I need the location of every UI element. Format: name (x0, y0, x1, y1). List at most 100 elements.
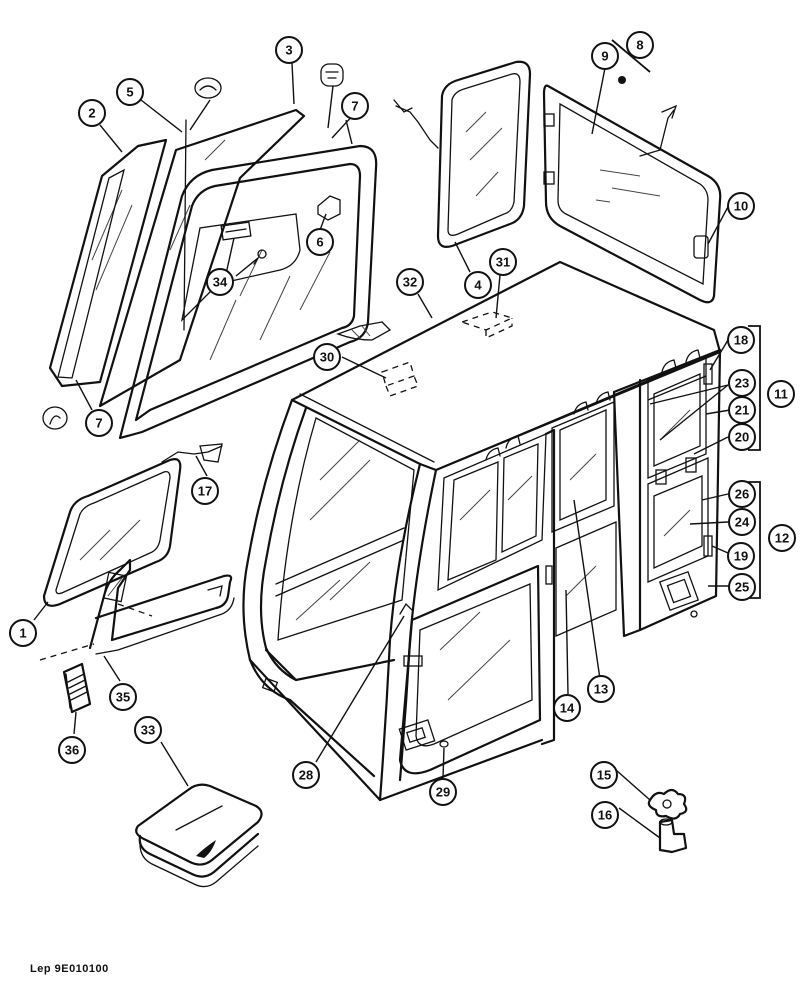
bracket-12 (748, 481, 761, 599)
callout-circle (727, 192, 755, 220)
callout-circle (767, 380, 795, 408)
callout-c23: 23 (728, 369, 756, 397)
callout-label: 25 (735, 580, 749, 595)
seal-profile-top (194, 77, 222, 99)
callout-circle (78, 99, 106, 127)
callout-label: 7 (95, 416, 102, 431)
roof-bracket (459, 311, 514, 340)
callout-circle (429, 778, 457, 806)
callout-c29: 29 (429, 778, 457, 806)
callout-c8: 8 (626, 31, 654, 59)
leader-dashes-left (39, 603, 153, 661)
callout-c28: 28 (292, 761, 320, 789)
callout-c6: 6 (306, 228, 334, 256)
knob-15 (647, 788, 688, 820)
callout-circle (590, 761, 618, 789)
callout-c18: 18 (727, 326, 755, 354)
callout-label: 10 (734, 199, 748, 214)
callout-c25: 25 (728, 573, 756, 601)
operator-manual (135, 783, 263, 888)
callout-label: 34 (213, 275, 228, 290)
callout-circle (396, 268, 424, 296)
callout-label: 30 (320, 350, 334, 365)
callout-label: 31 (496, 255, 510, 270)
callout-label: 4 (474, 278, 482, 293)
callout-label: 20 (735, 430, 749, 445)
roof-hatch-frame (542, 76, 722, 304)
cab-structure (242, 260, 722, 802)
callout-c34: 34 (206, 268, 234, 296)
skylight-glass (436, 60, 532, 248)
callout-circle (489, 248, 517, 276)
callout-label: 3 (285, 43, 292, 58)
callout-c11: 11 (767, 380, 795, 408)
callout-label: 14 (560, 701, 575, 716)
callout-circle (728, 480, 756, 508)
callout-label: 13 (594, 682, 608, 697)
callout-circle (275, 36, 303, 64)
callout-c24: 24 (728, 508, 756, 536)
callout-c4: 4 (464, 271, 492, 299)
inner-glass-panel (98, 108, 306, 408)
callout-c12: 12 (768, 524, 796, 552)
callout-circle (591, 801, 619, 829)
callout-circle (553, 694, 581, 722)
frame-gasket (118, 144, 378, 440)
callout-circle (58, 736, 86, 764)
callout-label: 33 (141, 723, 155, 738)
clip-part-6 (317, 195, 341, 221)
roof-wiper (336, 321, 392, 341)
callout-c32: 32 (396, 268, 424, 296)
callout-circle (591, 42, 619, 70)
callout-c9: 9 (591, 42, 619, 70)
callout-c36: 36 (58, 736, 86, 764)
callout-label: 12 (775, 531, 789, 546)
callout-label: 35 (116, 690, 130, 705)
hatch-latch (693, 235, 709, 259)
callout-label: 28 (299, 768, 313, 783)
screw (253, 249, 267, 265)
callout-circle (626, 31, 654, 59)
vent-grille-36 (62, 662, 92, 714)
callout-label: 18 (734, 333, 748, 348)
callout-circle (728, 573, 756, 601)
callout-c14: 14 (553, 694, 581, 722)
callout-circle (728, 369, 756, 397)
callout-label: 21 (735, 403, 749, 418)
callout-c5: 5 (116, 78, 144, 106)
side-frame-35 (88, 558, 235, 655)
callout-circle (306, 228, 334, 256)
callout-label: 23 (735, 376, 749, 391)
callout-circle (206, 268, 234, 296)
callout-c35: 35 (109, 683, 137, 711)
callout-circle (313, 343, 341, 371)
front-glass-panel (48, 138, 168, 388)
callout-c20: 20 (728, 423, 756, 451)
callout-c17: 17 (191, 477, 219, 505)
callout-c7a: 7 (341, 92, 369, 120)
callout-circle (727, 326, 755, 354)
callout-circle (727, 542, 755, 570)
callout-group: 1234567789101112131415161718192021232425… (9, 31, 796, 829)
callout-label: 24 (735, 515, 750, 530)
roof-pad (381, 361, 419, 397)
callout-circle (134, 716, 162, 744)
callout-label: 29 (436, 785, 450, 800)
callout-c10: 10 (727, 192, 755, 220)
side-glass-17 (42, 443, 223, 607)
callout-label: 16 (598, 808, 612, 823)
callout-label: 9 (601, 49, 608, 64)
seal-profile-bottom (42, 406, 68, 430)
callout-circle (85, 409, 113, 437)
callout-label: 26 (735, 487, 749, 502)
callout-label: 5 (126, 85, 133, 100)
callout-circle (728, 508, 756, 536)
callout-label: 36 (65, 743, 79, 758)
callout-c15: 15 (590, 761, 618, 789)
callout-circle (9, 619, 37, 647)
callout-c26: 26 (728, 480, 756, 508)
callout-c7b: 7 (85, 409, 113, 437)
bracket-8 (611, 39, 651, 73)
callout-circle (191, 477, 219, 505)
